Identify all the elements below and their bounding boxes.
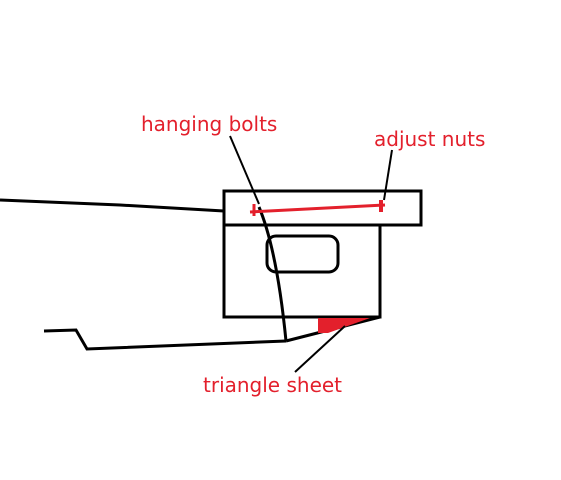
slot <box>265 234 340 274</box>
label-adjust-nuts: adjust nuts <box>374 127 485 151</box>
label-hanging-bolts: hanging bolts <box>141 112 277 136</box>
bolt-line <box>249 203 386 214</box>
arm-line <box>0 198 225 213</box>
hanging-rod <box>257 206 288 342</box>
triangle-sheet-leader <box>294 325 346 373</box>
hanging-bolts-leader <box>229 135 260 205</box>
label-triangle-sheet: triangle sheet <box>203 373 342 397</box>
triangle-sheet-fill <box>318 318 370 333</box>
triangle-outline <box>285 315 381 343</box>
adjust-nuts-leader <box>383 149 393 201</box>
base-line <box>43 328 287 351</box>
